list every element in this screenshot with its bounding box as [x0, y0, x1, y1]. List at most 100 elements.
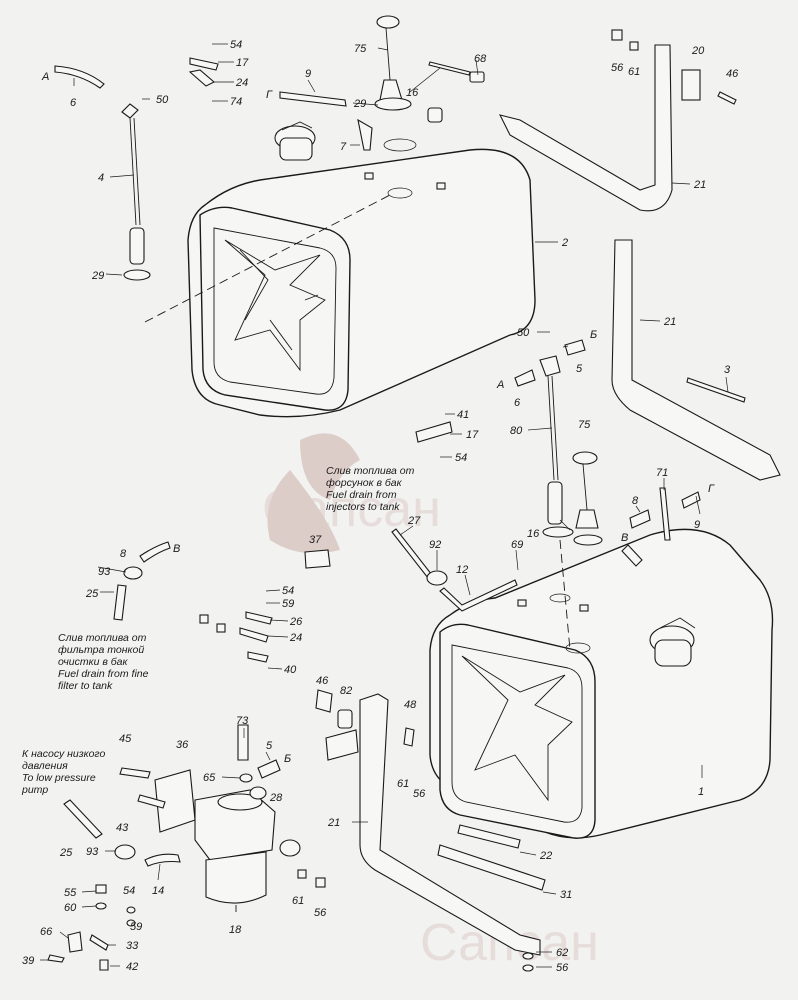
part-61-washer-top	[629, 41, 639, 51]
part-17-bracket-lower	[415, 421, 453, 443]
callout-27: 27	[407, 515, 421, 527]
callout-4: 4	[98, 172, 104, 184]
part-18-fine-filter	[154, 769, 301, 912]
caption-line: injectors to tank	[326, 501, 400, 513]
part-66-bracket	[67, 931, 83, 953]
callout-9: 9	[305, 68, 311, 80]
part-24-clamp-upper	[188, 69, 215, 87]
part-75-level-sensor-upper	[374, 15, 412, 111]
leader-lines	[40, 43, 729, 968]
part-12-pipe	[439, 579, 518, 612]
callout-labels: 54 17 24 74 75 68 16 9 Г 29 7 А 6 50 4 2…	[22, 39, 739, 974]
part-56-nut-top	[611, 29, 623, 41]
callout-74: 74	[230, 96, 242, 108]
part-45-bolt	[119, 767, 151, 779]
caption-line: форсунок в бак	[326, 477, 403, 489]
callout-66: 66	[40, 926, 53, 938]
callout-68: 68	[474, 53, 487, 65]
callout-54: 54	[230, 39, 242, 51]
part-37-plate	[304, 549, 331, 569]
callout-9-lower: 9	[694, 519, 700, 531]
watermark-text: Сапсан	[262, 480, 441, 538]
callout-a-lower: А	[496, 379, 504, 391]
caption-line: К насосу низкого	[22, 748, 105, 760]
callout-40: 40	[284, 664, 297, 676]
part-float-weight-upper	[427, 107, 443, 123]
caption-line: фильтра тонкой	[58, 644, 144, 656]
callout-92: 92	[429, 539, 441, 551]
callout-43: 43	[116, 822, 129, 834]
callout-g: Г	[266, 89, 273, 101]
part-8-fitting-right	[629, 509, 651, 529]
part-21-strap-lower	[359, 693, 541, 956]
part-7-fitting	[357, 118, 373, 151]
callout-29: 29	[353, 98, 366, 110]
part-68-fitting	[469, 71, 485, 83]
callout-93-lower: 93	[86, 846, 99, 858]
part-62-washer	[522, 952, 534, 960]
dashed-leader-upper	[144, 194, 391, 323]
callout-3: 3	[724, 364, 731, 376]
upper-fuel-tank	[187, 121, 536, 418]
part-43-bolt	[137, 794, 166, 809]
part-55-nut	[95, 884, 107, 894]
part-71-pipe	[659, 487, 671, 541]
callout-73: 73	[236, 715, 249, 727]
caption-line: pump	[21, 784, 48, 796]
callout-18: 18	[229, 924, 242, 936]
callout-8-left: 8	[120, 548, 127, 560]
callout-36: 36	[176, 739, 189, 751]
caption-line: To low pressure	[22, 772, 96, 784]
part-9-fitting-right	[681, 491, 701, 509]
part-56-nut-filter	[315, 877, 326, 888]
callout-8: 8	[632, 495, 639, 507]
callout-75-lower: 75	[578, 419, 591, 431]
callout-b-lower: Б	[284, 753, 291, 765]
callout-28: 28	[269, 792, 283, 804]
part-21-strap-middle	[611, 239, 781, 481]
callout-7: 7	[340, 141, 347, 153]
part-6-fitting-lower	[514, 369, 536, 387]
callout-71: 71	[656, 467, 668, 479]
callout-82: 82	[340, 685, 352, 697]
part-3-pin	[686, 377, 746, 403]
callout-21: 21	[693, 179, 706, 191]
part-54-washer-bottom	[126, 906, 136, 914]
callout-54-lower: 54	[282, 585, 294, 597]
part-56-nut-bottom	[522, 964, 534, 972]
callout-31: 31	[560, 889, 572, 901]
part-22-pad	[457, 824, 521, 849]
callout-17: 17	[236, 57, 249, 69]
callout-93: 93	[98, 566, 111, 578]
part-65-washer	[239, 773, 253, 783]
part-31-pad	[437, 844, 546, 891]
callout-14: 14	[152, 885, 164, 897]
callout-v: В	[621, 532, 628, 544]
part-5-fitting-lower	[564, 339, 586, 356]
part-39-bolt	[47, 954, 65, 963]
callout-16: 16	[406, 87, 419, 99]
part-5-fitting-filter	[257, 759, 281, 779]
watermark: Сапсан Сапсан	[262, 433, 599, 972]
callout-33: 33	[126, 940, 139, 952]
part-4-suction-tube	[121, 103, 151, 281]
part-59-washer-bottom	[126, 919, 136, 927]
callout-1: 1	[698, 786, 704, 798]
callout-6: 6	[70, 97, 77, 109]
callout-56-middle: 56	[413, 788, 426, 800]
part-61-washer-filter	[297, 869, 307, 879]
part-26-clamp-middle	[245, 611, 273, 625]
callout-61: 61	[628, 66, 640, 78]
caption-line: очистки в бак	[58, 656, 128, 668]
callout-75: 75	[354, 43, 367, 55]
part-46-bolt-lower	[315, 689, 333, 713]
callout-54-bottom: 54	[123, 885, 135, 897]
callout-17-lower: 17	[466, 429, 479, 441]
part-14-hose	[144, 853, 181, 867]
callout-a: А	[41, 71, 49, 83]
part-16-pipe-upper	[428, 61, 471, 76]
callout-55: 55	[64, 887, 77, 899]
callout-62: 62	[556, 947, 568, 959]
callout-22: 22	[539, 850, 552, 862]
callout-48: 48	[404, 699, 417, 711]
